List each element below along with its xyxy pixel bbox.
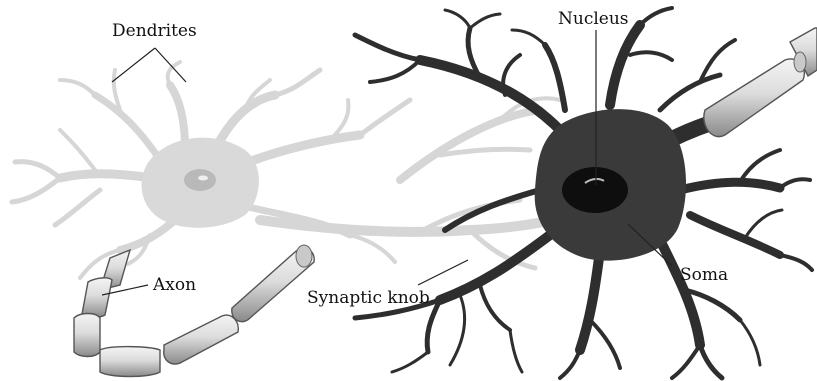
myelin-sheath-left	[74, 248, 314, 376]
soma-label: Soma	[680, 265, 728, 285]
axon-label: Axon	[152, 275, 196, 295]
nucleus-shape	[562, 167, 628, 213]
dendrites-leader-right	[155, 48, 186, 82]
dendrites-leader-left	[112, 48, 155, 82]
synaptic-knob-label: Synaptic knob	[307, 288, 430, 308]
nucleus-label: Nucleus	[558, 9, 629, 29]
dendrites-label: Dendrites	[112, 21, 197, 41]
synaptic-knob-leader	[418, 260, 468, 285]
myelin-sheath-right	[704, 28, 817, 137]
